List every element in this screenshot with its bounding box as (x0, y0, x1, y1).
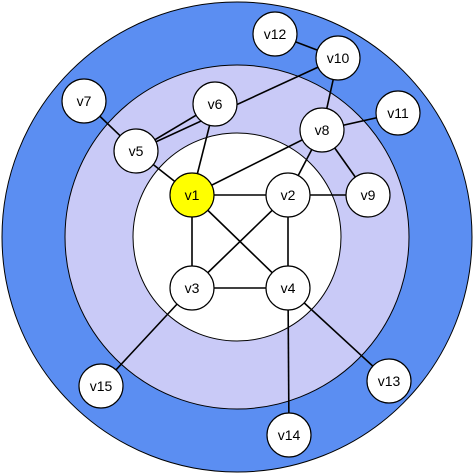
node-label-v10: v10 (327, 50, 350, 66)
node-v14: v14 (266, 412, 312, 458)
node-circle-v1 (169, 172, 215, 218)
node-label-v12: v12 (264, 26, 287, 42)
node-circle-v10 (315, 35, 361, 81)
node-v9: v9 (345, 172, 391, 218)
node-v1: v1 (169, 172, 215, 218)
node-circle-v2 (265, 172, 311, 218)
node-circle-v5 (113, 128, 159, 174)
node-label-v8: v8 (315, 122, 330, 138)
node-v12: v12 (252, 11, 298, 57)
node-label-v5: v5 (129, 143, 144, 159)
node-label-v1: v1 (185, 187, 200, 203)
node-circle-v4 (265, 265, 311, 311)
node-label-v2: v2 (281, 187, 296, 203)
node-v7: v7 (61, 78, 107, 124)
node-label-v9: v9 (361, 187, 376, 203)
node-v11: v11 (375, 90, 421, 136)
node-label-v4: v4 (281, 280, 296, 296)
node-v4: v4 (265, 265, 311, 311)
node-circle-v15 (78, 363, 124, 409)
node-circle-v13 (366, 358, 412, 404)
node-circle-v14 (266, 412, 312, 458)
node-v8: v8 (299, 107, 345, 153)
node-label-v14: v14 (278, 427, 301, 443)
node-circle-v11 (375, 90, 421, 136)
edge-v4-v13 (287, 287, 390, 382)
node-circle-v7 (61, 78, 107, 124)
node-layer: v1 v2 v3 v4 v5 v6 v7 v8 v9 v10 v11 v12 v13 v14 v15 (61, 11, 421, 458)
edge-v1-v8 (191, 129, 323, 196)
node-v3: v3 (169, 265, 215, 311)
node-v2: v2 (265, 172, 311, 218)
node-label-v15: v15 (90, 378, 113, 394)
node-v5: v5 (113, 128, 159, 174)
node-circle-v6 (192, 81, 238, 127)
node-label-v3: v3 (185, 280, 200, 296)
node-v13: v13 (366, 358, 412, 404)
node-circle-v8 (299, 107, 345, 153)
edge-v4-v14 (287, 287, 290, 436)
node-label-v7: v7 (77, 93, 92, 109)
node-label-v11: v11 (387, 105, 409, 121)
node-v6: v6 (192, 81, 238, 127)
node-circle-v12 (252, 11, 298, 57)
node-v15: v15 (78, 363, 124, 409)
inner-disk (132, 132, 342, 342)
node-label-v13: v13 (378, 373, 401, 389)
node-label-v6: v6 (208, 96, 223, 112)
node-circle-v9 (345, 172, 391, 218)
node-circle-v3 (169, 265, 215, 311)
node-v10: v10 (315, 35, 361, 81)
